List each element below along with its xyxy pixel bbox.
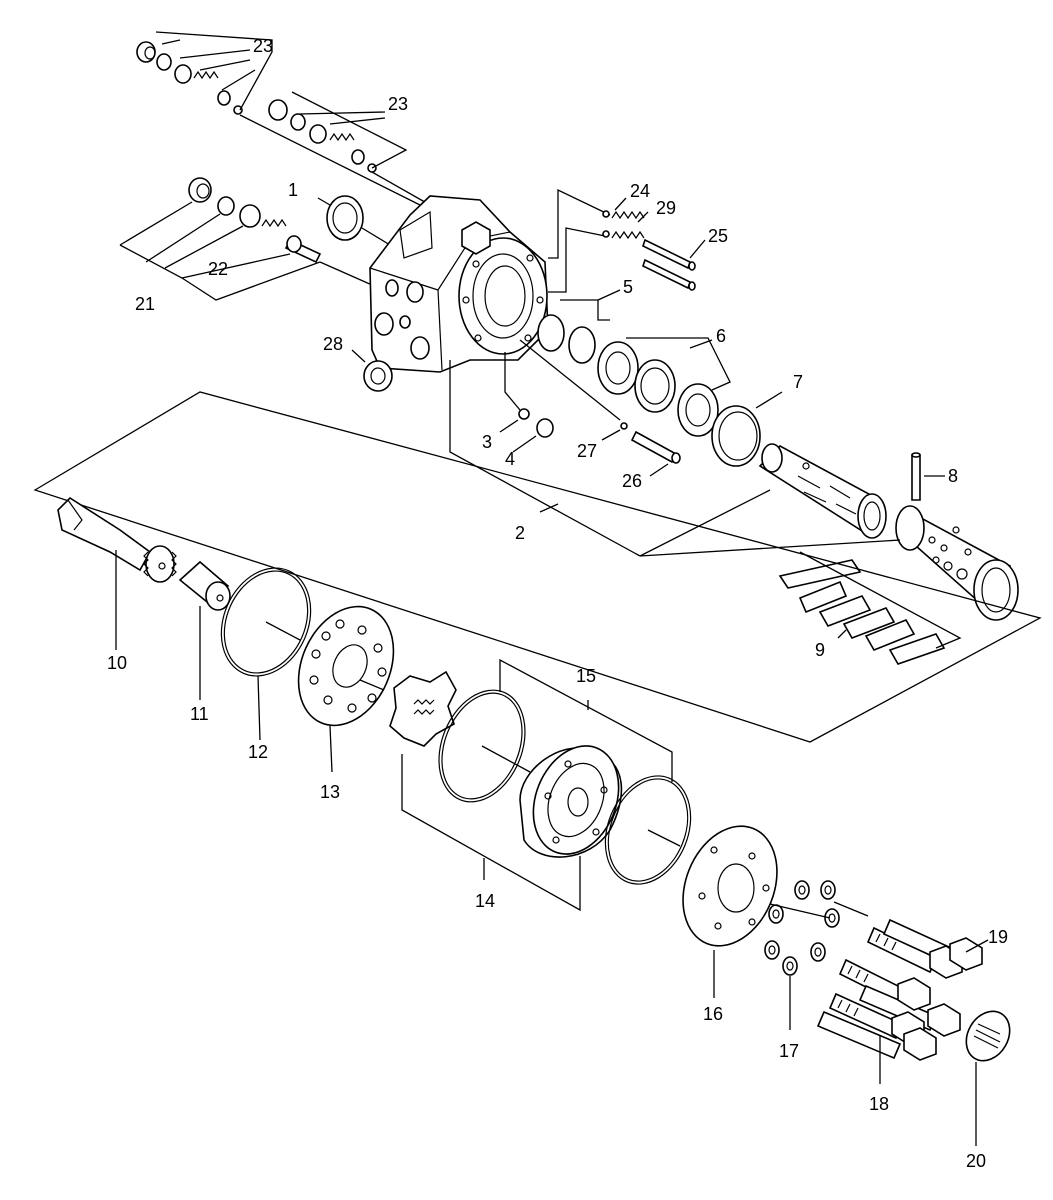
callout-13: 13	[320, 782, 340, 802]
callout-3: 3	[482, 432, 492, 452]
part-18-19-bolts	[769, 901, 989, 1084]
part-24-25-29-pins	[548, 188, 706, 293]
assembly-bracket	[33, 391, 1042, 743]
part-16-end-cap	[682, 825, 778, 998]
callout-25: 25	[708, 226, 728, 246]
callout-8: 8	[948, 466, 958, 486]
callout-2: 2	[515, 523, 525, 543]
part-6-thrust-bearing	[597, 337, 731, 437]
part-28-plug	[351, 349, 393, 392]
callout-22: 22	[208, 259, 228, 279]
part-3-4-check-ball	[499, 352, 554, 453]
part-12-o-ring	[220, 567, 312, 741]
main-housing	[369, 195, 549, 373]
callout-24: 24	[630, 181, 650, 201]
callout-18: 18	[869, 1094, 889, 1114]
part-14-gear-star	[389, 670, 581, 912]
callout-16: 16	[703, 1004, 723, 1024]
callout-29: 29	[656, 198, 676, 218]
callout-9: 9	[815, 640, 825, 660]
part-9-sleeve	[895, 505, 1019, 621]
callout-4: 4	[505, 449, 515, 469]
part-1-seal-ring	[317, 195, 391, 246]
callout-12: 12	[248, 742, 268, 762]
callout-10: 10	[107, 653, 127, 673]
callout-21: 21	[135, 294, 155, 314]
callout-11: 11	[190, 704, 209, 724]
callout-1: 1	[288, 180, 298, 200]
callout-14: 14	[475, 891, 495, 911]
callout-20: 20	[966, 1151, 986, 1171]
callout-7: 7	[793, 372, 803, 392]
callout-27: 27	[577, 441, 597, 461]
part-15-gerotor-assembly	[438, 658, 692, 885]
part-5-seal-rings	[537, 289, 621, 364]
callout-26: 26	[622, 471, 642, 491]
part-11-spacer	[178, 560, 231, 700]
part-13-wear-plate	[297, 605, 395, 773]
callout-23-upper: 23	[253, 36, 273, 56]
part-2-spool	[758, 443, 887, 539]
callout-28: 28	[323, 334, 343, 354]
part-26-27-pin	[519, 339, 681, 477]
part-8-pin	[911, 452, 945, 501]
part-2-bracket-lines	[449, 360, 901, 557]
part-17-washers	[764, 880, 840, 1030]
callout-23-lower: 23	[388, 94, 408, 114]
part-23-upper-valve-set	[136, 31, 273, 115]
part-20-name-plate	[965, 1010, 1011, 1146]
callout-6: 6	[716, 326, 726, 346]
callout-19: 19	[988, 927, 1008, 947]
callout-5: 5	[623, 277, 633, 297]
part-9-leaf-springs	[778, 551, 962, 665]
part-23-lower-valve-set	[239, 91, 431, 206]
part-10-drive-shaft	[57, 496, 177, 650]
part-7-ring	[711, 391, 783, 467]
part-21-22-valve-set	[119, 177, 373, 301]
callout-15: 15	[576, 666, 596, 686]
callout-17: 17	[779, 1041, 799, 1061]
